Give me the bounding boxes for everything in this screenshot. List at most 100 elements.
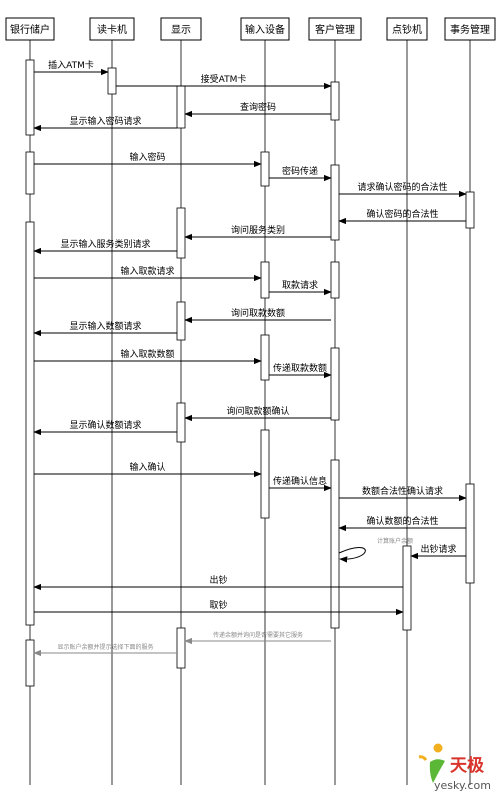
activations	[25, 59, 475, 687]
message-label: 询问服务类别	[231, 224, 285, 236]
activation-customer_mgmt	[330, 261, 340, 299]
message-12: 取款请求	[269, 279, 332, 296]
message-label: 显示输入服务类别请求	[60, 238, 150, 250]
participant-box-display	[160, 17, 202, 41]
logo-brand-cn: 天极	[450, 756, 484, 776]
activation-affairs_mgmt	[465, 483, 475, 584]
message-10: 显示输入服务类别请求	[33, 238, 177, 255]
message-13: 询问取款数额	[184, 307, 331, 324]
message-label: 显示输入数额请求	[69, 320, 141, 332]
activation-input_device	[260, 261, 270, 299]
activation-display	[176, 207, 186, 259]
activation-bank_user	[25, 151, 35, 195]
message-label: 数额合法性确认请求	[362, 485, 443, 497]
activation-customer_mgmt	[330, 347, 340, 421]
message-25: 出钞	[33, 574, 403, 591]
message-15: 输入取款数额	[34, 348, 262, 365]
activation-customer_mgmt	[330, 459, 340, 629]
message-7: 请求确认密码的合法性	[339, 181, 467, 198]
participant-label-affairs_mgmt: 事务管理	[450, 23, 490, 36]
activation-input_device	[260, 429, 270, 519]
message-label: 确认数额的合法性	[366, 515, 438, 527]
participant-affairs_mgmt: 事务管理	[444, 17, 496, 785]
activation-display	[176, 627, 186, 669]
participant-label-input_device: 输入设备	[245, 23, 285, 36]
message-3: 查询密码	[184, 101, 331, 118]
activation-customer_mgmt	[330, 81, 340, 121]
participant-label-cash_counter: 点钞机	[392, 23, 422, 36]
message-label: 出钞请求	[420, 543, 456, 555]
message-20: 传递确认信息	[269, 475, 332, 492]
participant-box-affairs_mgmt	[444, 17, 496, 41]
message-11: 输入取款请求	[34, 265, 262, 282]
message-22: 确认数额的合法性	[338, 515, 466, 532]
yesky-logo: 天极 yesky.com	[418, 743, 491, 792]
message-16: 传递取款数额	[269, 362, 332, 379]
participant-label-customer_mgmt: 客户管理	[315, 23, 355, 36]
activation-affairs_mgmt	[465, 191, 475, 229]
participant-cash_counter: 点钞机	[386, 17, 428, 785]
message-label: 取款请求	[282, 279, 318, 291]
message-label: 计算账户余额	[377, 537, 413, 545]
participant-box-cash_counter	[386, 17, 428, 41]
activation-display	[176, 402, 186, 443]
message-label: 接受ATM卡	[201, 73, 247, 85]
message-17: 询问取款额确认	[184, 405, 331, 422]
message-label: 询问取款数额	[231, 307, 285, 319]
message-label: 显示输入密码请求	[69, 115, 141, 127]
message-27: 传递余额并询问是否需要其它服务	[184, 631, 331, 645]
messages: 插入ATM卡接受ATM卡查询密码显示输入密码请求输入密码密码传递请求确认密码的合…	[33, 59, 467, 657]
message-24: 出钞请求	[410, 543, 466, 560]
message-label: 取钞	[209, 599, 227, 611]
message-4: 显示输入密码请求	[33, 115, 177, 132]
message-8: 确认密码的合法性	[338, 208, 466, 225]
participant-input_device: 输入设备	[240, 17, 290, 785]
message-label: 输入取款数额	[120, 348, 174, 360]
message-5: 输入密码	[34, 151, 262, 168]
activation-display	[176, 301, 186, 341]
message-19: 输入确认	[34, 461, 262, 478]
participant-box-customer_mgmt	[308, 17, 362, 41]
message-label: 显示账户余额并提示选择下面的服务	[57, 643, 153, 651]
participant-label-display: 显示	[171, 24, 191, 36]
participant-box-bank_user	[5, 17, 55, 41]
message-label: 输入密码	[129, 151, 165, 163]
message-label: 传递取款数额	[273, 362, 327, 374]
message-label: 密码传递	[282, 165, 318, 177]
message-26: 取钞	[34, 599, 404, 616]
message-label: 确认密码的合法性	[366, 208, 438, 220]
message-label: 询问取款额确认	[226, 405, 289, 417]
message-label: 出钞	[209, 574, 227, 586]
activation-cash_counter	[402, 545, 412, 631]
activation-input_device	[260, 151, 270, 187]
participant-display: 显示	[160, 17, 202, 785]
message-18: 显示确认数额请求	[33, 419, 177, 436]
message-label: 传递余额并询问是否需要其它服务	[213, 631, 303, 639]
participant-label-bank_user: 银行储户	[10, 23, 50, 36]
message-2: 接受ATM卡	[116, 73, 332, 90]
message-23: 计算账户余额	[338, 537, 413, 563]
activation-display	[176, 85, 186, 129]
message-1: 插入ATM卡	[34, 59, 109, 76]
message-28: 显示账户余额并提示选择下面的服务	[33, 643, 177, 657]
message-label: 请求确认密码的合法性	[357, 181, 447, 193]
participant-box-input_device	[240, 17, 290, 41]
activation-customer_mgmt	[330, 164, 340, 241]
activation-bank_user	[25, 639, 35, 687]
activation-bank_user	[25, 221, 35, 626]
message-9: 询问服务类别	[184, 224, 331, 241]
logo-figure-icon	[418, 743, 445, 783]
participants: 银行储户 读卡机 显示 输入设备 客户管理 点钞机 事务管理	[5, 17, 496, 785]
message-label: 输入取款请求	[120, 265, 174, 277]
activation-input_device	[260, 334, 270, 381]
participant-label-card_reader: 读卡机	[97, 23, 127, 36]
message-arrow	[338, 547, 366, 563]
message-21: 数额合法性确认请求	[339, 485, 467, 502]
logo-brand-en: yesky.com	[434, 779, 491, 792]
message-label: 插入ATM卡	[48, 59, 94, 71]
participant-box-card_reader	[89, 17, 135, 41]
message-label: 显示确认数额请求	[69, 419, 141, 431]
activation-card_reader	[107, 67, 117, 95]
message-6: 密码传递	[269, 165, 332, 182]
